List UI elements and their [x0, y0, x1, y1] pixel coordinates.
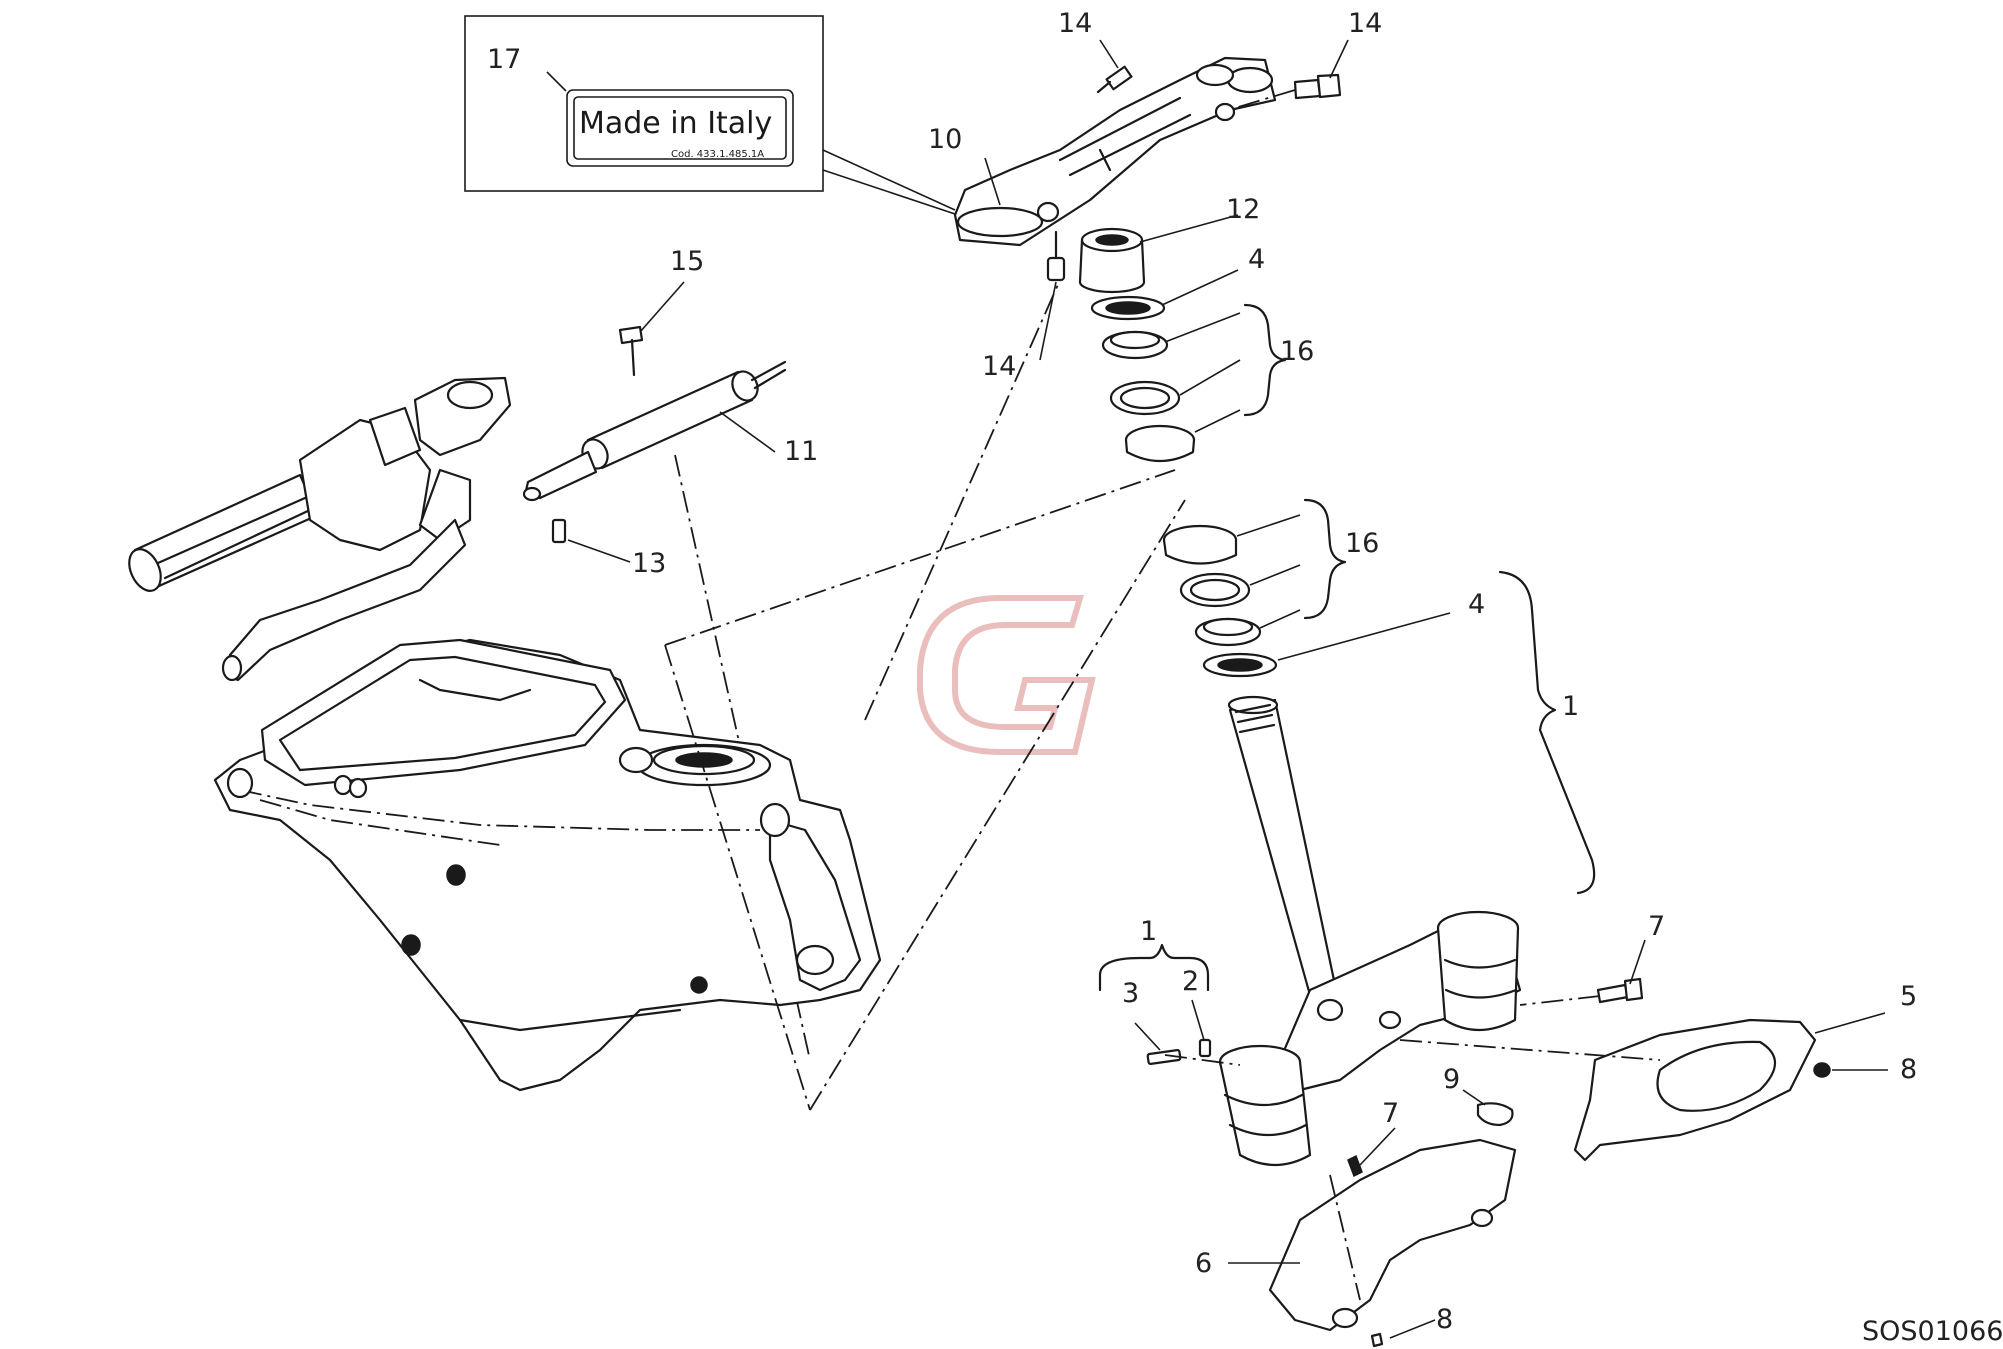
callout-4-bottom: 4 [1468, 589, 1485, 620]
lower-cover-6 [1268, 1138, 1517, 1348]
callout-numbers: 17 14 14 10 12 4 16 14 15 11 13 16 4 1 1… [487, 8, 2003, 1347]
callout-11: 11 [784, 436, 818, 467]
callout-17: 17 [487, 44, 521, 75]
handlebar-assembly [128, 376, 512, 682]
lower-clamp-fasteners [1146, 977, 1644, 1178]
callout-7-right: 7 [1648, 911, 1665, 942]
callout-7-center: 7 [1382, 1098, 1399, 1129]
callout-leaders [567, 39, 1888, 1339]
callout-12: 12 [1226, 194, 1260, 225]
callout-6: 6 [1195, 1248, 1212, 1279]
callout-8-bottom: 8 [1436, 1304, 1453, 1335]
inset-label-box: Made in Italy Cod. 433.1.485.1A [464, 15, 956, 215]
upper-triple-clamp [953, 56, 1277, 247]
document-code: SOS01066 [1862, 1316, 2003, 1347]
made-in-italy-plate [566, 89, 794, 167]
callout-3: 3 [1122, 978, 1139, 1009]
assembly-guide-lines [664, 279, 1186, 1111]
callout-9: 9 [1443, 1064, 1460, 1095]
callout-1-small: 1 [1140, 916, 1157, 947]
callout-8-right: 8 [1900, 1054, 1917, 1085]
bolt-14-top-left [1096, 65, 1133, 94]
main-frame [213, 638, 882, 1092]
steering-stem-nut [1078, 227, 1146, 294]
callout-13: 13 [632, 548, 666, 579]
callout-4-top: 4 [1248, 244, 1265, 275]
upper-bearing-stack [1090, 295, 1196, 462]
bolt-14-mid [1046, 230, 1066, 282]
callout-2: 2 [1182, 966, 1199, 997]
made-in-italy-text: Made in Italy [579, 106, 772, 141]
callout-15: 15 [670, 246, 704, 277]
watermark-logo: G [917, 595, 1096, 755]
callout-14-top-left: 14 [1058, 8, 1092, 39]
group-braces [1098, 303, 1596, 992]
callout-10: 10 [928, 124, 962, 155]
lower-triple-clamp-assembly [1218, 695, 1522, 1166]
right-cover-5 [1399, 1018, 1831, 1162]
cap-9 [1476, 1102, 1514, 1127]
callout-14-top-right: 14 [1348, 8, 1382, 39]
callout-5: 5 [1900, 981, 1917, 1012]
made-in-italy-code: Cod. 433.1.485.1A [671, 149, 764, 160]
callout-16-top: 16 [1280, 336, 1314, 367]
callout-14-mid: 14 [982, 351, 1016, 382]
callout-16-bottom: 16 [1345, 528, 1379, 559]
callout-1-main: 1 [1562, 691, 1579, 722]
lower-bearing-stack [1162, 524, 1278, 678]
